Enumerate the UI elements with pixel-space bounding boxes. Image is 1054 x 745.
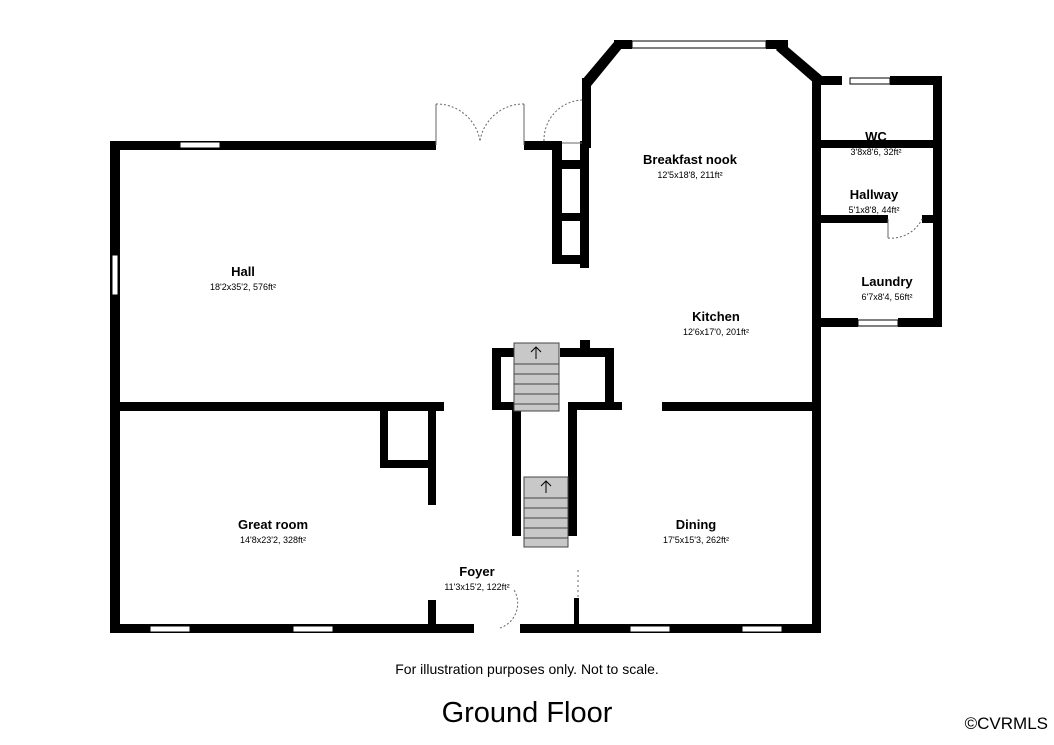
room-name: Breakfast nook xyxy=(643,152,738,167)
room-label-wc: WC 3'8x8'6, 32ft² xyxy=(851,129,902,157)
window-great-bottom-2 xyxy=(292,625,334,633)
room-label-breakfast-nook: Breakfast nook 12'5x18'8, 211ft² xyxy=(643,152,738,180)
room-label-hallway: Hallway 5'1x8'8, 44ft² xyxy=(849,187,900,215)
room-dimensions: 11'3x15'2, 122ft² xyxy=(444,582,509,592)
window-hall-left xyxy=(111,254,119,296)
window-laundry-bottom xyxy=(857,319,899,327)
window-dining-bottom-2 xyxy=(741,625,783,633)
room-label-dining: Dining 17'5x15'3, 262ft² xyxy=(663,517,729,545)
room-name: Hallway xyxy=(850,187,899,202)
stairs-lower xyxy=(523,476,569,548)
stairs-up-arrow-icon xyxy=(540,480,552,493)
window-dining-bottom-1 xyxy=(629,625,671,633)
window-breakfast-top xyxy=(631,40,767,49)
room-dimensions: 6'7x8'4, 56ft² xyxy=(862,292,913,302)
room-name: Great room xyxy=(238,517,308,532)
doors xyxy=(435,99,923,629)
copyright-watermark: ©CVRMLS xyxy=(964,714,1048,733)
room-name: WC xyxy=(865,129,887,144)
room-dimensions: 17'5x15'3, 262ft² xyxy=(663,535,729,545)
room-dimensions: 12'5x18'8, 211ft² xyxy=(657,170,722,180)
stairs-upper xyxy=(513,342,560,412)
room-name: Dining xyxy=(676,517,716,532)
room-label-laundry: Laundry 6'7x8'4, 56ft² xyxy=(861,274,913,302)
stairs-up-arrow-icon xyxy=(530,346,542,359)
window-wc-top xyxy=(849,77,891,85)
room-name: Foyer xyxy=(459,564,494,579)
window-great-bottom-1 xyxy=(149,625,191,633)
room-name: Kitchen xyxy=(692,309,740,324)
floor-plan: Hall 18'2x35'2, 576ft² Breakfast nook 12… xyxy=(110,40,942,633)
room-dimensions: 14'8x23'2, 328ft² xyxy=(240,535,306,545)
disclaimer-note: For illustration purposes only. Not to s… xyxy=(395,661,659,677)
room-dimensions: 5'1x8'8, 44ft² xyxy=(849,205,900,215)
room-dimensions: 3'8x8'6, 32ft² xyxy=(851,147,902,157)
windows xyxy=(111,40,899,633)
room-dimensions: 12'6x17'0, 201ft² xyxy=(683,327,749,337)
floor-title: Ground Floor xyxy=(441,697,613,729)
room-label-hall: Hall 18'2x35'2, 576ft² xyxy=(210,264,276,292)
room-label-kitchen: Kitchen 12'6x17'0, 201ft² xyxy=(683,309,749,337)
room-label-foyer: Foyer 11'3x15'2, 122ft² xyxy=(444,564,509,592)
window-hall-top xyxy=(179,141,221,149)
room-dimensions: 18'2x35'2, 576ft² xyxy=(210,282,276,292)
room-label-great-room: Great room 14'8x23'2, 328ft² xyxy=(238,517,308,545)
room-name: Laundry xyxy=(861,274,913,289)
room-name: Hall xyxy=(231,264,255,279)
